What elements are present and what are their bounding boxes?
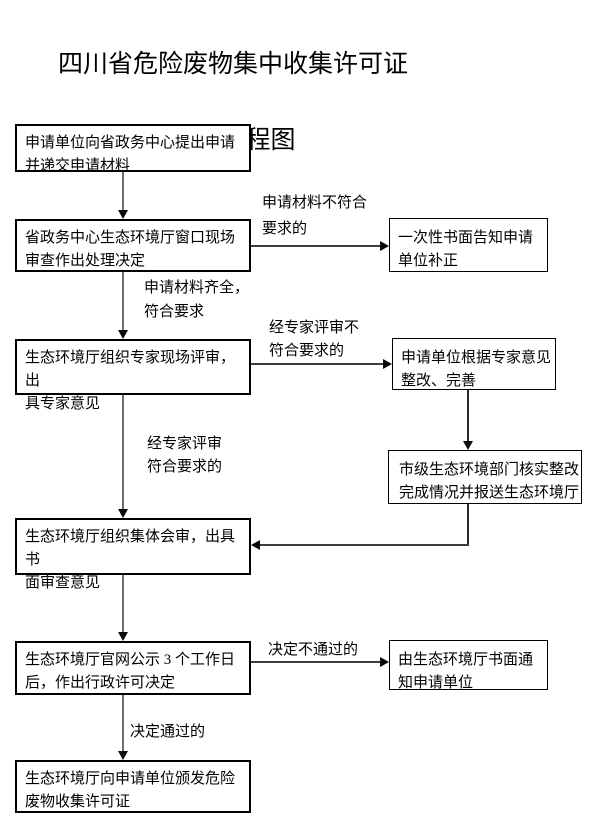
arrowhead-down-icon	[118, 210, 128, 219]
flow-box-written-notice: 由生态环境厅书面通 知申请单位	[389, 640, 548, 691]
connector-expert-to-rectify	[251, 363, 383, 365]
connector-window-to-notify	[251, 245, 380, 247]
connector-publicity-to-issue	[122, 695, 124, 751]
flow-box-collective-review: 生态环境厅组织集体会审，出具书 面审查意见	[15, 518, 251, 591]
arrowhead-down-icon	[118, 751, 128, 760]
flow-box-issue-permit: 生态环境厅向申请单位颁发危险 废物收集许可证	[15, 760, 251, 813]
connector-publicity-to-notice	[251, 661, 380, 663]
page-title-line1: 四川省危险废物集中收集许可证	[57, 51, 408, 78]
connector-rectify-to-city	[467, 390, 469, 441]
arrowhead-right-icon	[383, 359, 392, 369]
label-materials-ok: 申请材料齐全， 符合要求	[144, 280, 250, 320]
connector-window-to-expert	[122, 272, 124, 330]
flow-box-publicity: 生态环境厅官网公示 3 个工作日 后，作出行政许可决定	[15, 641, 251, 695]
arrowhead-down-icon	[118, 330, 128, 339]
label-materials-not-ok: 申请材料不符合 要求的	[262, 195, 368, 237]
label-decision-fail: 决定不通过的	[268, 642, 359, 658]
arrowhead-down-icon	[118, 509, 128, 518]
connector-collective-to-publicity	[122, 575, 124, 632]
flow-box-notify-correction: 一次性书面告知申请 单位补正	[389, 218, 548, 272]
arrowhead-down-icon	[118, 632, 128, 641]
arrowhead-right-icon	[380, 241, 389, 251]
arrowhead-right-icon	[380, 657, 389, 667]
connector-expert-to-collective	[122, 395, 124, 509]
connector-city-elbow-horizontal	[260, 544, 469, 546]
flow-box-expert-review: 生态环境厅组织专家现场评审，出 具专家意见	[15, 339, 251, 412]
flow-box-window-review: 省政务中心生态环境厅窗口现场 审查作出处理决定	[15, 219, 251, 272]
connector-city-elbow-vertical	[467, 504, 469, 546]
flow-box-rectify: 申请单位根据专家意见 整改、完善	[392, 338, 556, 390]
label-expert-ok: 经专家评审 符合要求的	[147, 436, 223, 475]
connector-apply-to-window	[122, 172, 124, 210]
flow-box-apply: 申请单位向省政务中心提出申请 并递交申请材料	[15, 124, 251, 174]
label-expert-not-ok: 经专家评审不 符合要求的	[269, 320, 360, 359]
flow-box-city-verify: 市级生态环境部门核实整改 完成情况并报送生态环境厅	[388, 450, 582, 504]
arrowhead-left-icon	[251, 540, 260, 550]
arrowhead-down-icon	[463, 441, 473, 450]
label-decision-pass: 决定通过的	[130, 724, 206, 740]
